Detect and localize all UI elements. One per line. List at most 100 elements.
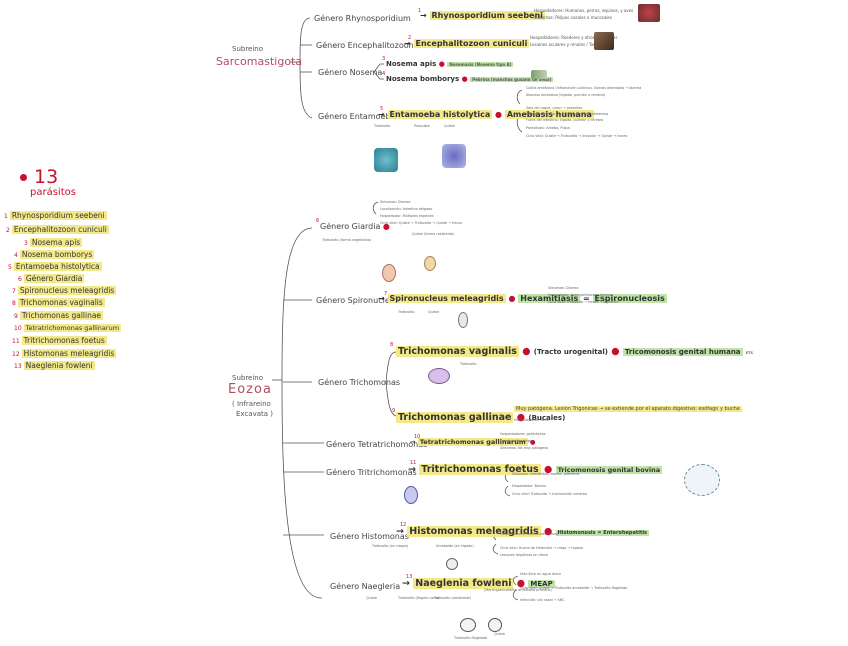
histomonas-drawing (446, 558, 458, 570)
number-badge: 10 (414, 434, 421, 440)
number-badge: 12 (400, 522, 407, 528)
giardia-cyst-drawing (424, 256, 436, 271)
note: Ciclo vital: Trofozoíto → transmisión ve… (512, 492, 587, 496)
note: Hospedadores: Humanos, perros, equinos, … (534, 8, 634, 13)
species-trichomonas-gallinae: Trichomonas gallinae ● (Bucales) (396, 412, 566, 423)
note: Colitis amebiana (Inflamación colónica, … (526, 86, 642, 90)
note: Hospedador: Aves gallináceas jóvenes (548, 293, 613, 297)
genus-rhynosporidium: Género Rhynosporidium (314, 14, 411, 23)
note: (Meningoencefalitis amebiana primaria) (484, 588, 552, 592)
diagram-label: Trofozoíto flagelado (454, 636, 488, 640)
note: Síntomas: Pólipos nasales o mucosales (534, 15, 612, 20)
species-histomonas: → Histomonas meleagridis ● Histomonosis … (396, 526, 650, 537)
genus-tritrichomonas: Género Tritrichomonas (326, 468, 417, 477)
note: Síntomas: No muy patógena (500, 446, 549, 450)
number-badge: 6 (316, 218, 320, 224)
species-nosema-bomborys: Nosema bomborys ● Pebrina (manchas gusan… (386, 75, 554, 83)
giardia-drawing (382, 264, 396, 282)
note: Ciclo vital: Trofozoíto → heces → ingest… (548, 300, 619, 304)
trichomonas-drawing (428, 368, 450, 384)
genus-giardia: Género Giardia ● (320, 222, 390, 231)
subreino-eozoa-sub1: ( Infrareino (232, 400, 271, 408)
subreino-eozoa-name: Eozoa (228, 382, 272, 397)
note: Síntomas: Diarrea (548, 286, 579, 290)
note: Fuera del intestino: hígado, pulmón y ce… (526, 118, 604, 122)
subreino-eozoa-label: Subreino (232, 374, 264, 382)
form-label: Trofozoíto (forma vegetativa) (322, 238, 372, 242)
species-tritrichomonas: → Tritrichomonas foetus ● Tricomonosis g… (408, 464, 663, 475)
species-nosema-apis: Nosema apis ● Nosemosis (Nosema tipo A) (386, 60, 514, 68)
silkworm-photo (531, 70, 547, 79)
form-label: Quiste (366, 596, 377, 600)
genus-nosema: Género Nosema (318, 68, 383, 77)
note: Infección: vía nasal → SNC (520, 598, 565, 602)
spironucleus-drawing (458, 312, 468, 328)
note: Síntomas: Infertilidad, aborto, piómetra (512, 472, 580, 476)
note: Parasitosis: Ameba, Pulpa (526, 126, 570, 130)
note: Síntomas: Diarrea (380, 200, 411, 204)
note: Hospedador: Bovino (512, 484, 547, 488)
form-label: Ameboide (en hígado) (436, 544, 474, 548)
number-badge: 1 (418, 8, 422, 14)
note: Hospedadores: gallináceas (500, 432, 546, 436)
note: Ciclo vital: Quiste → Trofozoíto → Quist… (380, 221, 463, 225)
form-label: Trofozoíto (flagelo corto) (398, 596, 440, 600)
genus-entamoeba: Género Entamoeba (318, 112, 396, 121)
title-bullet (20, 174, 27, 181)
species-trichomonas-vaginalis: Trichomonas vaginalis ● (Tracto urogenit… (396, 346, 753, 357)
subreino-sarcomastigota-name: Sarcomastigota (216, 55, 303, 68)
quiste-micrograph (442, 144, 466, 168)
cell-diagram (684, 464, 720, 496)
note: Localización: ciegos (500, 439, 534, 443)
note: Hospedadores: Roedores y otros mamíferos (530, 35, 618, 40)
note: Hospedadores: Aves (514, 418, 549, 422)
note: Hospedadores: Gallináceas (pavo) (500, 532, 559, 536)
species-entamoeba: → Entamoeba histolytica ● Amebiasis huma… (378, 110, 594, 119)
species-tetratrichomonas: → Tetratrichomonas gallinarum ● (410, 438, 536, 446)
subreino-eozoa-sub2: Excavata ) (236, 410, 274, 418)
lesion-photo (638, 4, 660, 22)
subreino-sarcomastigota-label: Subreino (232, 45, 264, 53)
genus-tetratrichomonas: Género Tetratrichomonas (326, 440, 428, 449)
note: Localización: Intestino delgado (380, 207, 433, 211)
note: Quiste infeccioso → contamina agua y ali… (526, 112, 609, 116)
form-label: Quiste (forma resistente) (412, 232, 455, 236)
form-label: Trofozoíto (398, 310, 415, 314)
number-badge: 4 (382, 71, 386, 77)
note: Ciclo vital: Quiste → Trofozoíto → Invas… (526, 134, 628, 138)
number-badge: 5 (380, 106, 384, 112)
form-label: Quiste (428, 310, 439, 314)
note: Vida libre en agua dulce (520, 572, 562, 576)
species-encephalitozoon: → Encephalitozoon cuniculi (404, 39, 530, 48)
form-label: Trofozoíto (374, 124, 391, 128)
species-spironucleus: → Spironucleus meleagridis ● Hexamitiasi… (378, 294, 667, 303)
note: Muy patógena. Lesión Trigonicas → se ext… (514, 406, 742, 412)
form-label: Trofozoíto (en ciegos) (372, 544, 409, 548)
tritrichomonas-drawing (404, 486, 418, 504)
note: Lesiones oculares y renales / Tortícolis (530, 42, 607, 47)
number-badge: 11 (410, 460, 417, 466)
species-naegleria: → Naeglenia fowleni ● MEAP (402, 578, 555, 589)
form-label: Trofozoíto (ameboide) (434, 596, 472, 600)
number-badge: 9 (392, 408, 396, 414)
note: Sala del roque, colon → parásitos (526, 106, 583, 110)
title-number: 13 (34, 166, 59, 188)
genus-trichomonas: Género Trichomonas (318, 378, 401, 387)
form-label: Trofozoíto (460, 362, 477, 366)
note: Hospedador: Múltiples especies (380, 214, 434, 218)
naegleria-cyst-drawing (488, 618, 502, 632)
number-badge: 3 (382, 56, 386, 62)
note: Ciclo vital: Huevo de Heterakis → ciego … (500, 546, 583, 550)
number-badge: 13 (406, 574, 413, 580)
